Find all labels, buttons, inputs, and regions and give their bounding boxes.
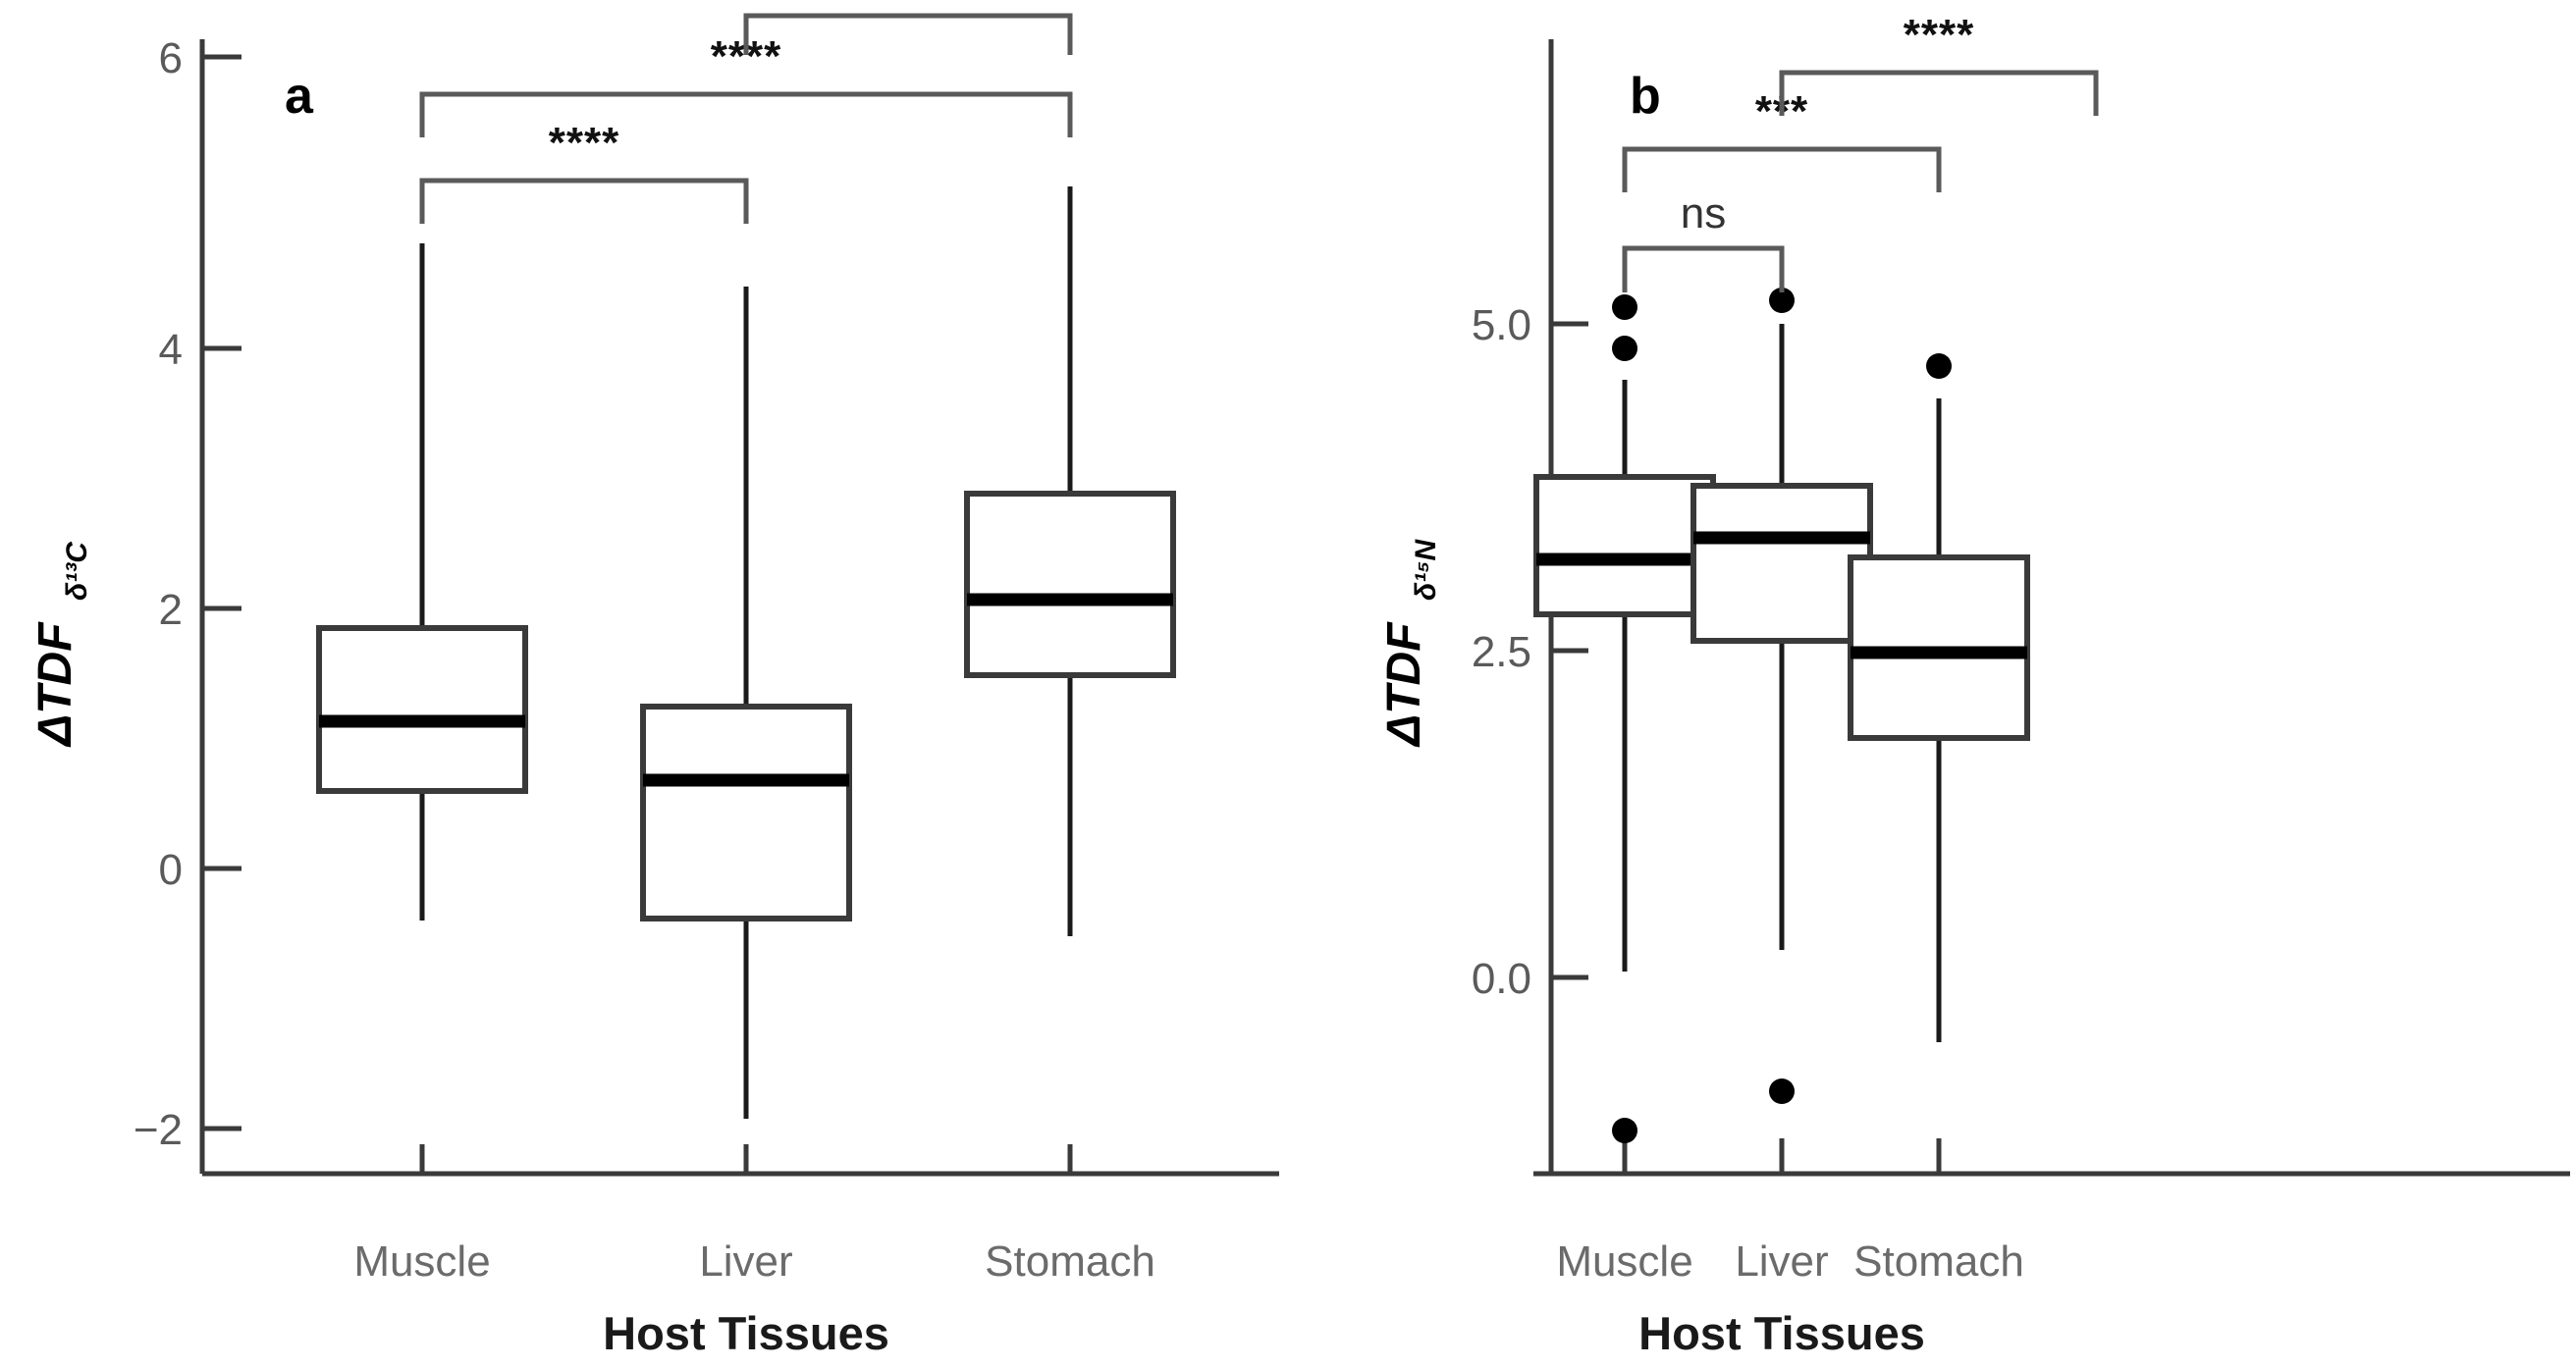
panel-b-sig-bracket-muscle-liver: ns	[1622, 189, 1785, 292]
panel-b-outlier-liver-2	[1769, 1079, 1795, 1104]
panel-b-y-axis-title-sub: δ¹⁵N	[1410, 539, 1442, 601]
panel-b-cat-label-stomach: Stomach	[1853, 1237, 2024, 1286]
panel-b-box-rect-liver	[1690, 483, 1873, 644]
panel-a-cat-label-liver: Liver	[699, 1237, 792, 1286]
panel-a-box-liver	[640, 287, 852, 1119]
panel-b-ytick-label-0: 5.0	[1472, 301, 1531, 349]
panel-a-ytick-label-0: 6	[159, 34, 183, 82]
panel-b-outlier-muscle-1	[1612, 294, 1637, 320]
panel-a-sig-label-liver-stomach: ****	[873, 0, 944, 2]
panel-b-y-axis-title: ΔTDF δ¹⁵N	[1378, 539, 1442, 748]
panel-a-y-axis-title-sub: δ¹³C	[61, 541, 93, 601]
panel-b-outlier-liver-1	[1769, 288, 1795, 313]
panel-b-outlier-muscle-3	[1612, 1118, 1637, 1143]
panel-b-box-stomach	[1848, 353, 2030, 1042]
panel-b-outlier-muscle-2	[1612, 336, 1637, 361]
panel-b-sig-bracket-liver-stomach: ****	[1779, 11, 2099, 116]
panel-a-ytick-label-1: 4	[159, 326, 183, 374]
panel-a-y-axis-title-main: ΔTDF	[29, 621, 81, 748]
panel-b-y-axis-title-main: ΔTDF	[1378, 621, 1430, 748]
panel-b-letter: b	[1630, 68, 1661, 125]
panel-a-box-rect-stomach	[964, 491, 1176, 678]
panel-a-sig-label-muscle-liver: ****	[549, 119, 620, 167]
panel-b-box-liver	[1690, 288, 1873, 1104]
panel-a-box-rect-muscle	[316, 625, 528, 794]
panel-a-box-stomach	[964, 186, 1176, 936]
panel-b-box-rect-muscle	[1533, 474, 1716, 617]
panel-b-x-axis-title: Host Tissues	[1638, 1307, 1925, 1359]
panel-b-x-ticks	[1622, 1138, 1942, 1174]
panel-a-sig-bracket-liver-stomach: ****	[743, 0, 1073, 55]
panel-a-cat-label-stomach: Stomach	[985, 1237, 1155, 1286]
panel-a-x-ticks	[419, 1144, 1073, 1174]
panel-b-sig-label-liver-stomach: ****	[1904, 11, 1975, 59]
panel-b-cat-label-muscle: Muscle	[1556, 1237, 1692, 1286]
panel-a-box-rect-liver	[640, 704, 852, 921]
panel-a-ytick-label-2: 2	[159, 586, 183, 634]
panel-a-letter: a	[285, 68, 314, 125]
panel-a-sig-bracket-muscle-liver: ****	[419, 119, 749, 224]
panel-a-y-ticks	[202, 54, 242, 1131]
panel-a-ytick-label-4: −2	[134, 1106, 183, 1154]
panel-a-ytick-label-3: 0	[159, 846, 183, 894]
panel-a-cat-label-muscle: Muscle	[353, 1237, 490, 1286]
panel-a-box-muscle	[316, 243, 528, 921]
panel-a-x-axis-title: Host Tissues	[603, 1307, 889, 1359]
panel-b-ytick-label-1: 2.5	[1472, 628, 1531, 676]
panel-a-y-axis-title: ΔTDF δ¹³C	[29, 541, 93, 748]
panel-b-y-ticks	[1551, 321, 1588, 980]
panel-b-box-muscle	[1533, 294, 1716, 1143]
panel-a-boxplot: 6 4 2 0 −2 a ΔTDF δ¹³C	[29, 0, 1279, 1359]
panel-b-cat-label-liver: Liver	[1735, 1237, 1828, 1286]
panel-b-boxplot: 5.0 2.5 0.0 b ΔTDF δ¹⁵N	[1378, 11, 2570, 1359]
panel-b-outlier-stomach-1	[1926, 353, 1952, 379]
panel-b-sig-label-muscle-liver: ns	[1681, 189, 1726, 237]
panel-b-ytick-label-2: 0.0	[1472, 955, 1531, 1003]
